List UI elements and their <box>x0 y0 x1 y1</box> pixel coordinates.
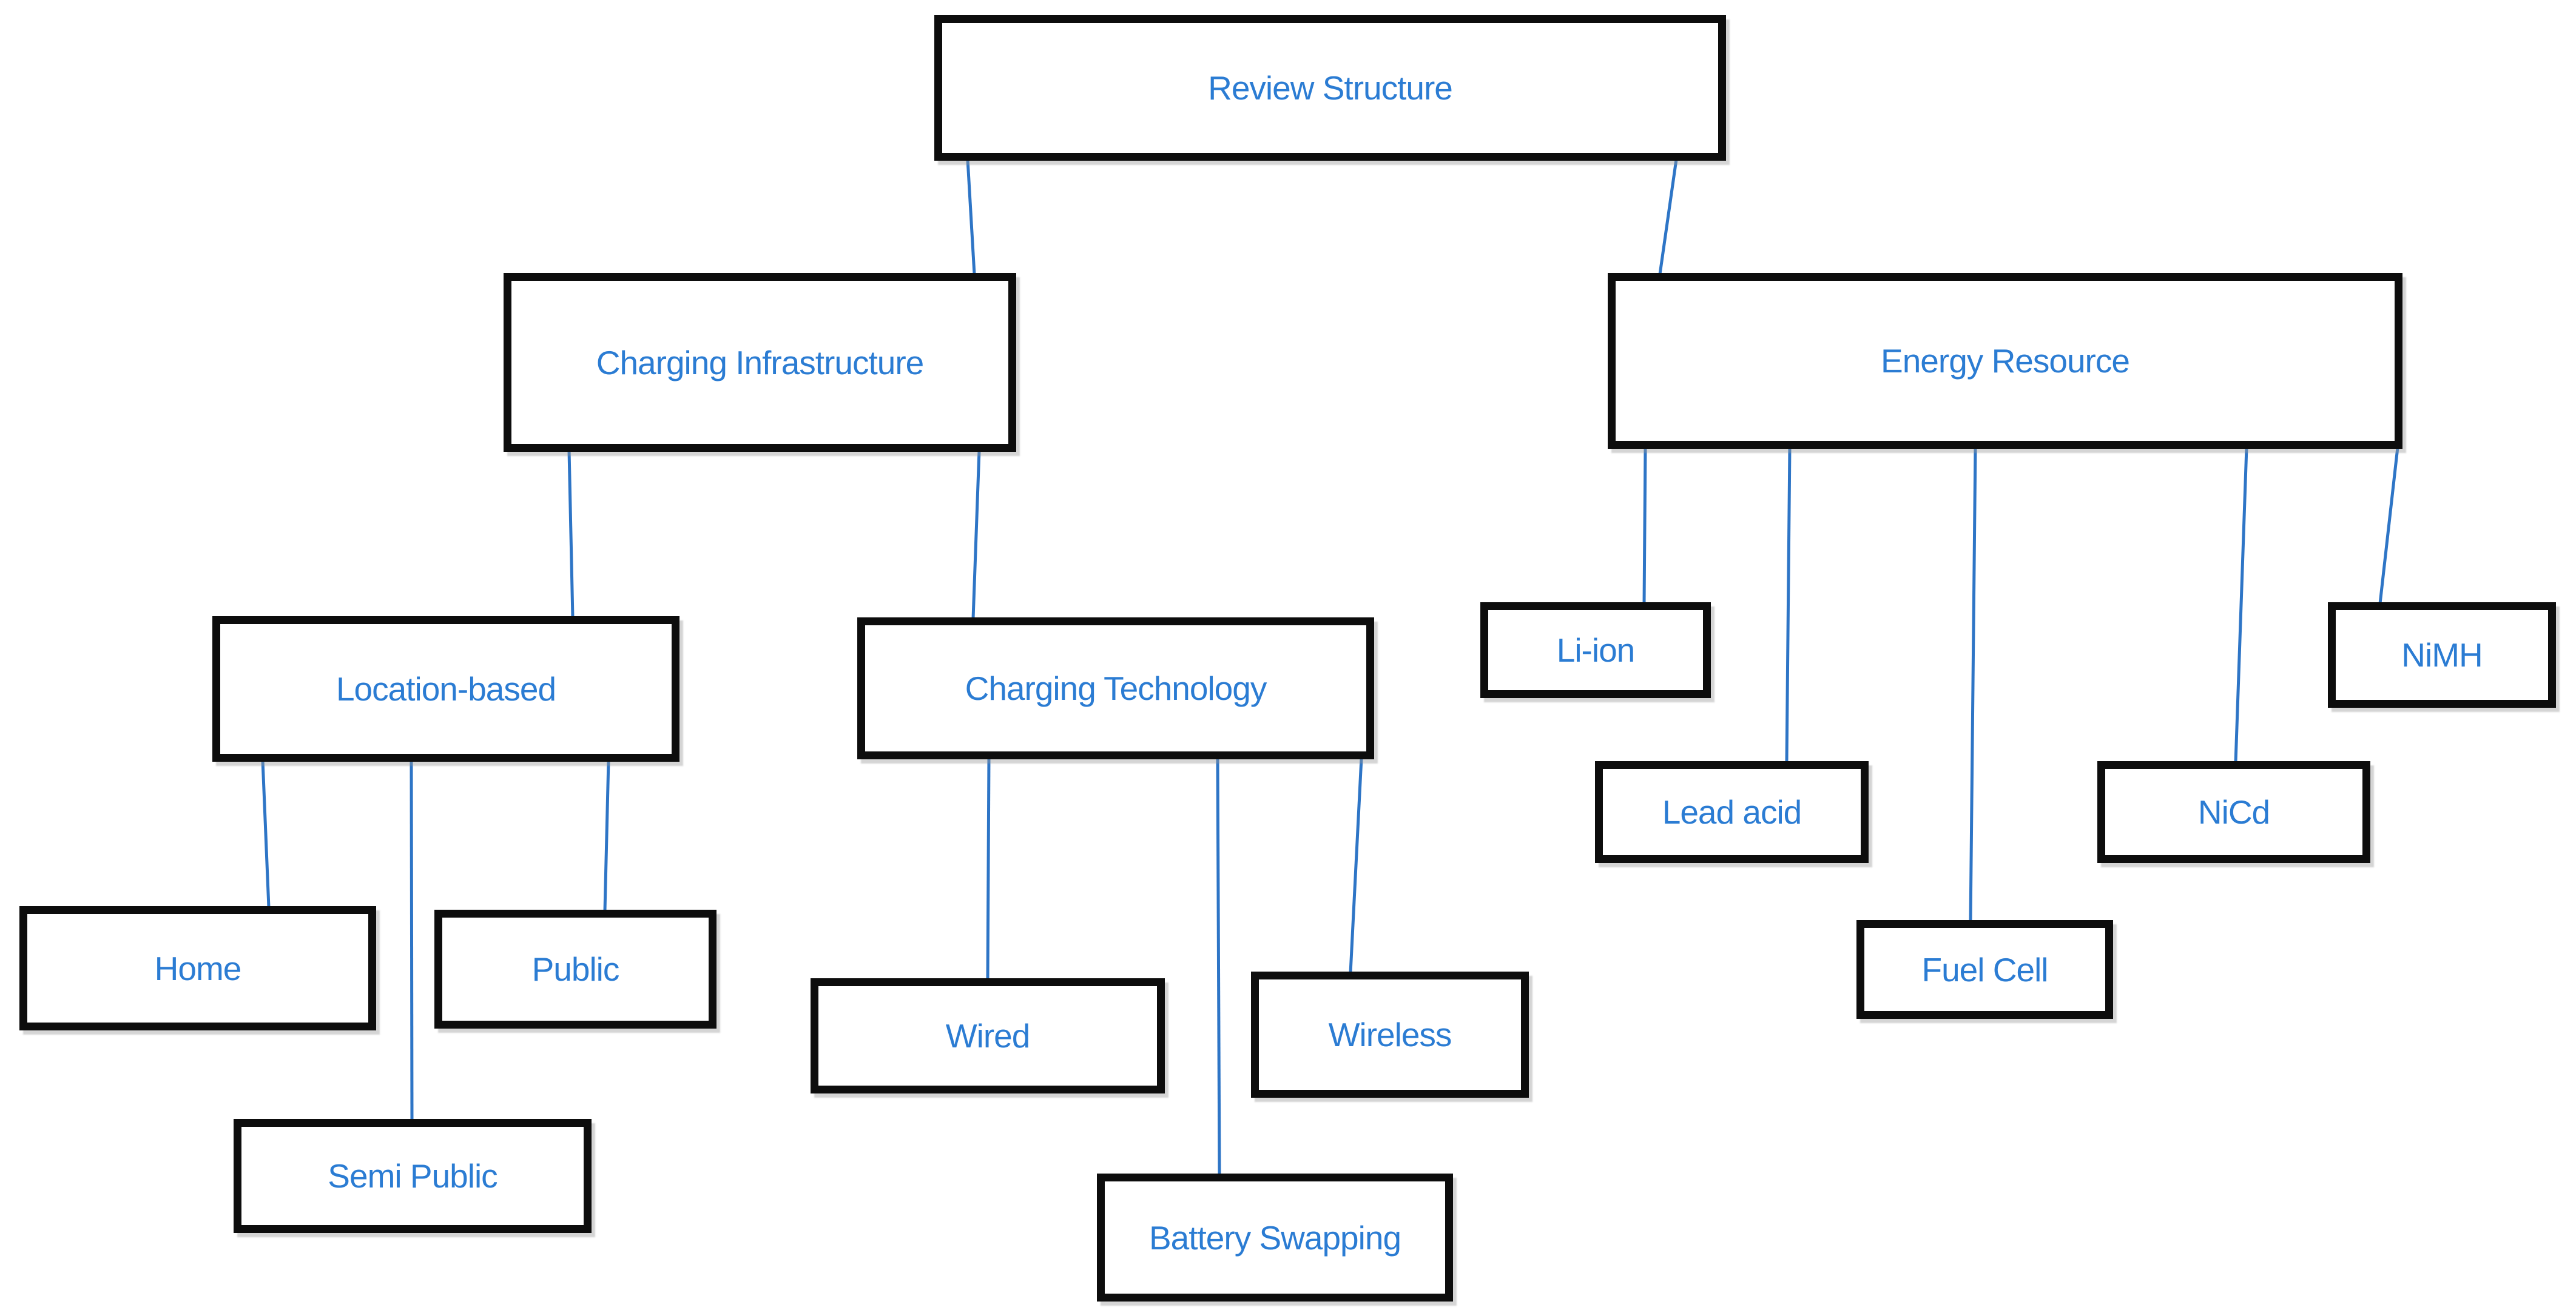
edge-er-to-fuel-cell <box>1969 447 1977 922</box>
node-nicd-label: NiCd <box>2197 793 2270 831</box>
edge-review-to-energy-resource <box>1658 159 1678 275</box>
node-home: Home <box>19 906 376 1030</box>
edge-lb-to-semi-public <box>410 760 414 1121</box>
node-energy-resource: Energy Resource <box>1608 273 2402 449</box>
node-charging-infrastructure: Charging Infrastructure <box>504 273 1016 452</box>
node-lead-acid: Lead acid <box>1595 761 1869 863</box>
node-fuel-cell: Fuel Cell <box>1856 920 2113 1019</box>
node-home-label: Home <box>154 949 242 987</box>
edge-review-to-charging-infrastructure <box>966 159 976 275</box>
edge-ct-to-wired <box>986 757 991 980</box>
edge-er-to-nicd <box>2234 447 2248 763</box>
edge-ci-to-location-based <box>567 450 575 618</box>
node-battery-swapping: Battery Swapping <box>1097 1174 1453 1302</box>
node-wired-label: Wired <box>945 1017 1031 1055</box>
node-nicd: NiCd <box>2097 761 2370 863</box>
node-review-structure-label: Review Structure <box>1208 69 1453 107</box>
node-fuel-cell-label: Fuel Cell <box>1921 950 2048 989</box>
node-review-structure: Review Structure <box>934 15 1726 161</box>
node-nimh-label: NiMH <box>2401 636 2483 674</box>
node-public: Public <box>434 910 716 1029</box>
node-location-based-label: Location-based <box>335 670 556 708</box>
node-li-ion: Li-ion <box>1480 602 1711 698</box>
node-charging-technology: Charging Technology <box>857 617 1374 759</box>
edge-lb-to-home <box>261 760 271 908</box>
edge-ct-to-wireless <box>1349 757 1363 973</box>
edge-lb-to-public <box>603 760 610 912</box>
edge-ci-to-charging-technology <box>971 450 981 619</box>
node-location-based: Location-based <box>212 616 679 762</box>
node-wired: Wired <box>811 978 1165 1093</box>
node-charging-technology-label: Charging Technology <box>965 670 1267 707</box>
edge-er-to-nimh <box>2378 447 2399 604</box>
node-charging-infrastructure-label: Charging Infrastructure <box>596 343 924 381</box>
node-wireless-label: Wireless <box>1328 1016 1452 1053</box>
node-public-label: Public <box>531 950 620 988</box>
node-semi-public: Semi Public <box>234 1119 592 1233</box>
node-battery-swapping-label: Battery Swapping <box>1148 1218 1401 1257</box>
edge-er-to-lead-acid <box>1785 447 1792 763</box>
node-nimh: NiMH <box>2328 602 2556 708</box>
edge-er-to-li-ion <box>1642 447 1647 604</box>
node-wireless: Wireless <box>1251 972 1529 1098</box>
node-semi-public-label: Semi Public <box>328 1157 497 1195</box>
edge-ct-to-battery-swapping <box>1216 757 1221 1175</box>
node-lead-acid-label: Lead acid <box>1662 793 1802 831</box>
node-energy-resource-label: Energy Resource <box>1881 342 2130 380</box>
node-li-ion-label: Li-ion <box>1556 631 1636 669</box>
